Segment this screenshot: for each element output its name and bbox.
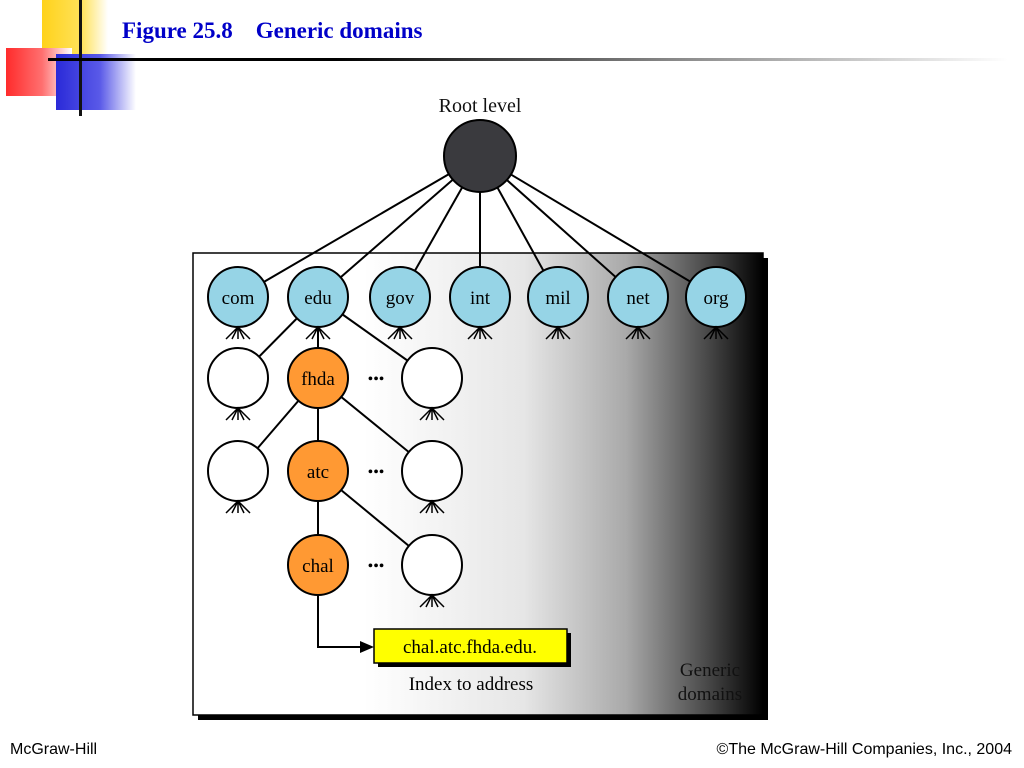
tld-com-label: com xyxy=(222,288,255,309)
footer-copyright: ©The McGraw-Hill Companies, Inc., 2004 xyxy=(716,741,1012,758)
ellipsis-chal: ••• xyxy=(368,558,385,575)
ellipsis-fhda: ••• xyxy=(368,371,385,388)
sibling-node xyxy=(401,440,463,502)
path-node-chal: chal xyxy=(287,534,349,596)
sibling-node xyxy=(401,534,463,596)
decor-yellow-square xyxy=(42,0,108,54)
sibling-node xyxy=(207,440,269,502)
ellipsis-atc: ••• xyxy=(368,464,385,481)
index-arrow-head xyxy=(360,641,374,653)
figure-title: Generic domains xyxy=(255,18,423,43)
generic-domains-label-line2: domains xyxy=(678,684,742,705)
tld-net-label: net xyxy=(626,288,650,309)
path-node-atc: atc xyxy=(287,440,349,502)
tld-net: net xyxy=(607,266,669,328)
path-node-chal-label: chal xyxy=(302,556,334,577)
root-level-label: Root level xyxy=(439,95,522,117)
path-node-fhda-label: fhda xyxy=(301,369,335,390)
path-node-fhda: fhda xyxy=(287,347,349,409)
tld-int: int xyxy=(449,266,511,328)
index-to-address-label: Index to address xyxy=(409,674,534,695)
tld-edu-label: edu xyxy=(304,288,332,309)
slide-title: Figure 25.8 Generic domains xyxy=(122,18,422,44)
root-node xyxy=(443,119,517,193)
tld-mil-label: mil xyxy=(545,288,570,309)
title-underline xyxy=(48,58,1008,61)
tld-gov-label: gov xyxy=(386,288,415,309)
tld-com: com xyxy=(207,266,269,328)
path-node-atc-label: atc xyxy=(307,462,329,483)
tld-int-label: int xyxy=(470,288,491,309)
tld-edu: edu xyxy=(287,266,349,328)
tld-mil: mil xyxy=(527,266,589,328)
generic-domains-label-line1: Generic xyxy=(680,660,740,681)
figure-number: Figure 25.8 xyxy=(122,18,233,43)
decor-blue-square xyxy=(56,54,136,110)
tld-org-label: org xyxy=(704,288,729,309)
footer-publisher: McGraw-Hill xyxy=(10,741,98,758)
resolved-name-text: chal.atc.fhda.edu. xyxy=(403,637,537,658)
child-fan-markers xyxy=(225,325,729,608)
tld-gov: gov xyxy=(369,266,431,328)
resolved-name-box xyxy=(373,628,568,664)
sibling-node xyxy=(401,347,463,409)
tld-org: org xyxy=(685,266,747,328)
sibling-node xyxy=(207,347,269,409)
